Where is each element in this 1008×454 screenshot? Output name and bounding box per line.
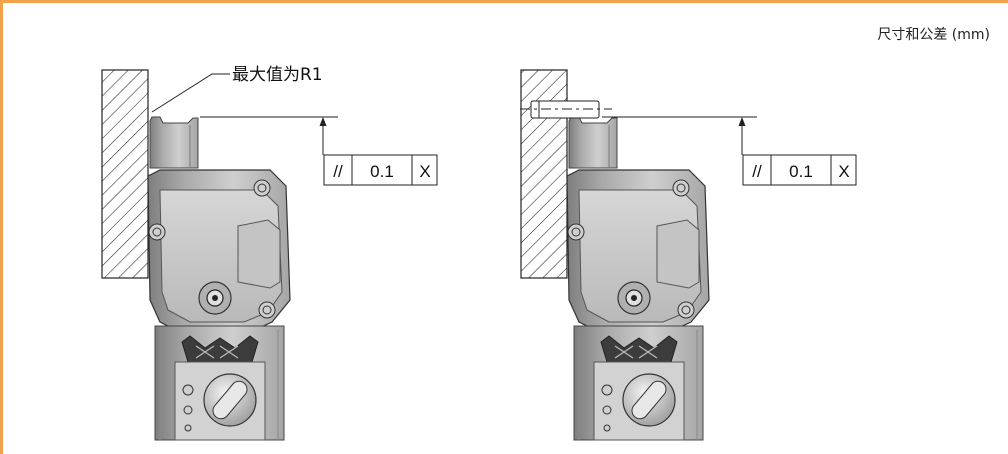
left-figure: 最大值为R1 // 0.1 X (101, 65, 438, 441)
sensor-right (566, 116, 710, 441)
right-figure: // 0.1 X (520, 69, 857, 441)
radius-note: 最大值为R1 (232, 65, 323, 85)
datum-label: X (838, 162, 849, 181)
tolerance-frame-left: // 0.1 X (323, 154, 438, 186)
parallelism-symbol: // (333, 162, 343, 181)
tolerance-value: 0.1 (789, 162, 813, 181)
tolerance-value: 0.1 (370, 162, 394, 181)
datum-label: X (419, 162, 430, 181)
dowel-pin (520, 100, 612, 119)
mounting-wall-left (101, 69, 149, 279)
parallelism-symbol: // (752, 162, 762, 181)
radius-leader (151, 73, 230, 113)
tolerance-frame-right: // 0.1 X (742, 154, 857, 186)
sensor-left (147, 116, 291, 441)
arrow-left (319, 117, 327, 126)
units-label: 尺寸和公差 (mm) (877, 27, 990, 43)
arrow-right (738, 117, 746, 126)
